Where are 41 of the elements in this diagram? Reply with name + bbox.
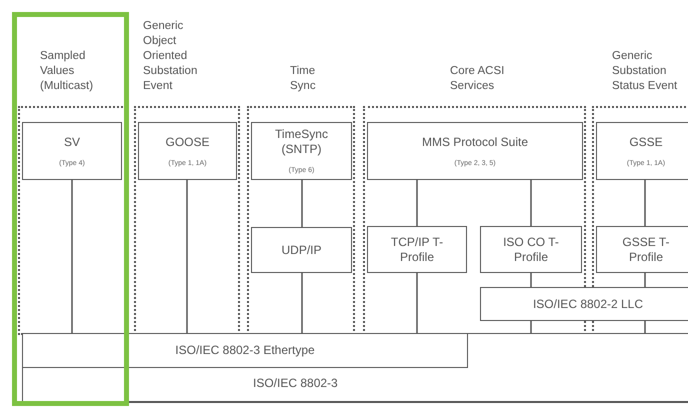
protocol-name: ISO/IEC 8802-2 LLC — [532, 296, 644, 312]
connector-line — [644, 273, 646, 287]
protocol-box — [22, 333, 468, 368]
protocol-name: ISO CO T-Profile — [502, 234, 560, 264]
connector-line — [530, 321, 532, 333]
protocol-box — [480, 287, 688, 321]
connector-line — [301, 273, 303, 333]
connector-line — [530, 273, 532, 287]
connector-line — [301, 180, 303, 227]
protocol-name: MMS Protocol Suite — [420, 134, 530, 150]
connector-line — [71, 180, 73, 333]
protocol-name: GSSE T-Profile — [621, 234, 671, 264]
connector-line — [644, 321, 646, 333]
connector-line — [416, 180, 418, 226]
protocol-box — [367, 122, 583, 180]
group-heading: Time Sync — [290, 64, 317, 94]
protocol-box — [596, 122, 688, 180]
protocol-name: UDP/IP — [280, 242, 322, 258]
connector-line — [186, 180, 188, 333]
group-heading: Sampled Values (Multicast) — [40, 49, 94, 94]
protocol-name: TCP/IP T-Profile — [390, 234, 444, 264]
protocol-name: SV — [62, 134, 81, 150]
protocol-box — [22, 122, 122, 180]
connector-line — [644, 180, 646, 226]
protocol-box — [596, 226, 688, 273]
protocol-box — [138, 122, 237, 180]
protocol-name: ISO/IEC 8802-3 Ethertype — [174, 343, 316, 358]
protocol-box — [480, 226, 582, 273]
layer-label: ISO/IEC 8802-3 — [253, 375, 338, 392]
protocol-name: GOOSE — [164, 134, 210, 150]
protocol-name: TimeSync (SNTP) — [274, 127, 329, 157]
group-heading: Generic Substation Status Event — [612, 49, 678, 94]
layer-box — [22, 333, 688, 403]
protocol-box — [251, 227, 352, 273]
connector-line — [416, 273, 418, 333]
protocol-box — [367, 226, 467, 273]
group-heading: Core ACSI Services — [450, 64, 506, 94]
protocol-box — [251, 122, 352, 180]
group-heading: Generic Object Oriented Substation Event — [143, 19, 198, 94]
protocol-name: GSSE — [628, 134, 664, 150]
connector-line — [530, 180, 532, 226]
